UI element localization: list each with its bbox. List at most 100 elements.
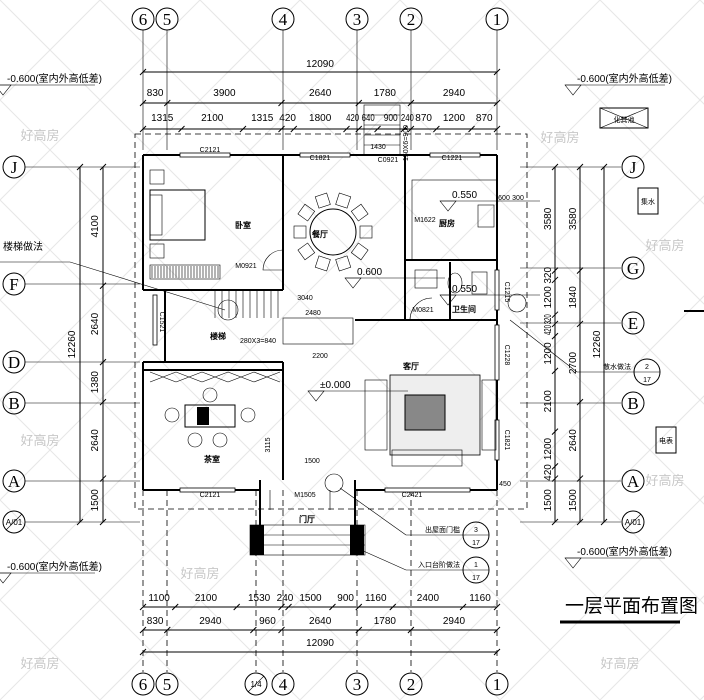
dimension-tick	[178, 125, 185, 133]
opening-label-c1821_right: C1821	[503, 430, 510, 451]
apron-detail-label: 散水做法	[603, 362, 631, 371]
walls-layer	[134, 104, 528, 556]
dimension-text: 900	[384, 113, 398, 124]
watermark-text: 好高房	[645, 473, 684, 489]
dimension-tick	[576, 320, 584, 328]
entry-column	[350, 525, 364, 555]
dimension-text: 1500	[568, 489, 579, 512]
dimension-text: 240	[401, 113, 414, 124]
dimension-tick	[407, 99, 415, 107]
dimension-tick	[139, 626, 147, 634]
detail-circle	[217, 299, 239, 321]
axis-bubble-bottom	[244, 672, 268, 696]
inner-dimension: 450	[499, 481, 511, 488]
watermark-line	[199, 195, 704, 700]
dimension-tick	[576, 518, 584, 526]
watermark-line	[299, 0, 704, 405]
dimension-text: 1780	[374, 616, 397, 627]
axis-bubble-left-label: D	[8, 353, 20, 372]
dimension-text: 2940	[199, 616, 222, 627]
storage-x	[227, 371, 255, 383]
dimension-text: 3580	[568, 207, 579, 230]
apron-detail-number: 2	[645, 364, 649, 371]
dimension-tick	[576, 163, 584, 171]
inner-dimension: 150X6=900	[403, 125, 410, 161]
dimension-text: 3900	[213, 88, 236, 99]
dining-chair	[350, 242, 369, 261]
dimension-text: 2100	[195, 593, 218, 604]
dimension-text: 2940	[443, 616, 466, 627]
leader-line	[0, 261, 226, 311]
axis-bubble-right	[621, 311, 645, 335]
inner-dimension: 1430	[370, 144, 386, 151]
room-label-tea_room: 茶室	[203, 454, 220, 464]
stair-landing	[282, 317, 354, 345]
dimension-text: 320	[543, 314, 554, 324]
dining-chair	[359, 225, 373, 239]
watermark-text: 好高房	[180, 566, 219, 582]
apron-detail-sheet: 17	[643, 377, 651, 384]
door-swing-m0821	[409, 297, 433, 321]
dimension-text: 2940	[443, 88, 466, 99]
dimension-tick	[99, 475, 107, 482]
dining-chair	[293, 225, 307, 239]
dimension-tick	[600, 163, 608, 171]
dimension-text: 320	[543, 267, 554, 284]
axis-bubble-bottom-label: 4	[279, 675, 288, 694]
axis-bubble-right-label: J	[630, 158, 637, 177]
tea-chair	[187, 432, 203, 448]
dimension-tick	[551, 311, 559, 319]
dimension-tick	[576, 475, 584, 482]
room-label-bedroom: 卧室	[235, 220, 251, 230]
elevation-outer: -0.600(室内外高低差)	[7, 72, 102, 85]
sofa-left	[364, 379, 388, 451]
axis-bubble-bottom	[399, 672, 423, 696]
inner-dimension: 3040	[297, 295, 313, 302]
elevation-triangle	[564, 84, 582, 96]
pillow	[149, 194, 163, 236]
window	[299, 152, 351, 158]
dimension-tick	[355, 603, 363, 611]
watermark-layer: 好高房好高房好高房好高房好高房好高房好高房好高房	[20, 128, 684, 672]
dimension-tick	[493, 648, 501, 656]
elevation-outer: -0.600(室内外高低差)	[7, 560, 102, 573]
water-box-label: 集水	[641, 197, 655, 206]
dimension-tick	[278, 603, 285, 611]
axis-bubble-left-label: B	[8, 394, 19, 413]
storage-x	[149, 371, 177, 383]
dimension-text: 1200	[543, 286, 554, 309]
storage-x	[175, 371, 203, 383]
dimension-text: 960	[259, 616, 276, 627]
axis-bubble-left-label: F	[9, 275, 18, 294]
tea-chair	[202, 387, 218, 403]
nightstand	[149, 169, 165, 185]
coffee-table	[404, 394, 446, 431]
dimension-tick	[355, 99, 363, 107]
watermark-line	[299, 295, 704, 700]
axis-bubble-top-label: 5	[163, 10, 172, 29]
stove	[477, 204, 495, 228]
window	[179, 487, 236, 493]
rear-steps	[363, 104, 401, 156]
bed	[149, 189, 206, 241]
dimension-tick	[493, 603, 501, 611]
dimension-tick	[493, 68, 501, 76]
dimension-text: 1200	[543, 437, 554, 460]
elevation-triangle	[0, 572, 12, 584]
dimension-tick	[239, 125, 247, 133]
dimension-text: 870	[476, 113, 493, 124]
dimension-tick	[407, 626, 415, 634]
window	[494, 419, 500, 461]
meter-box	[655, 426, 677, 454]
watermark-line	[99, 95, 704, 700]
dimension-tick	[139, 125, 147, 133]
watermark-text: 好高房	[20, 433, 59, 449]
watermark-line	[399, 395, 704, 700]
dimension-text: 2100	[543, 390, 554, 413]
dimension-tick	[551, 428, 559, 436]
dimension-tick	[468, 125, 475, 133]
axis-bubble-right-label: A	[627, 472, 640, 491]
axis-bubble-bottom-label: 3	[353, 675, 362, 694]
inner-dimension: 2480	[305, 310, 321, 317]
